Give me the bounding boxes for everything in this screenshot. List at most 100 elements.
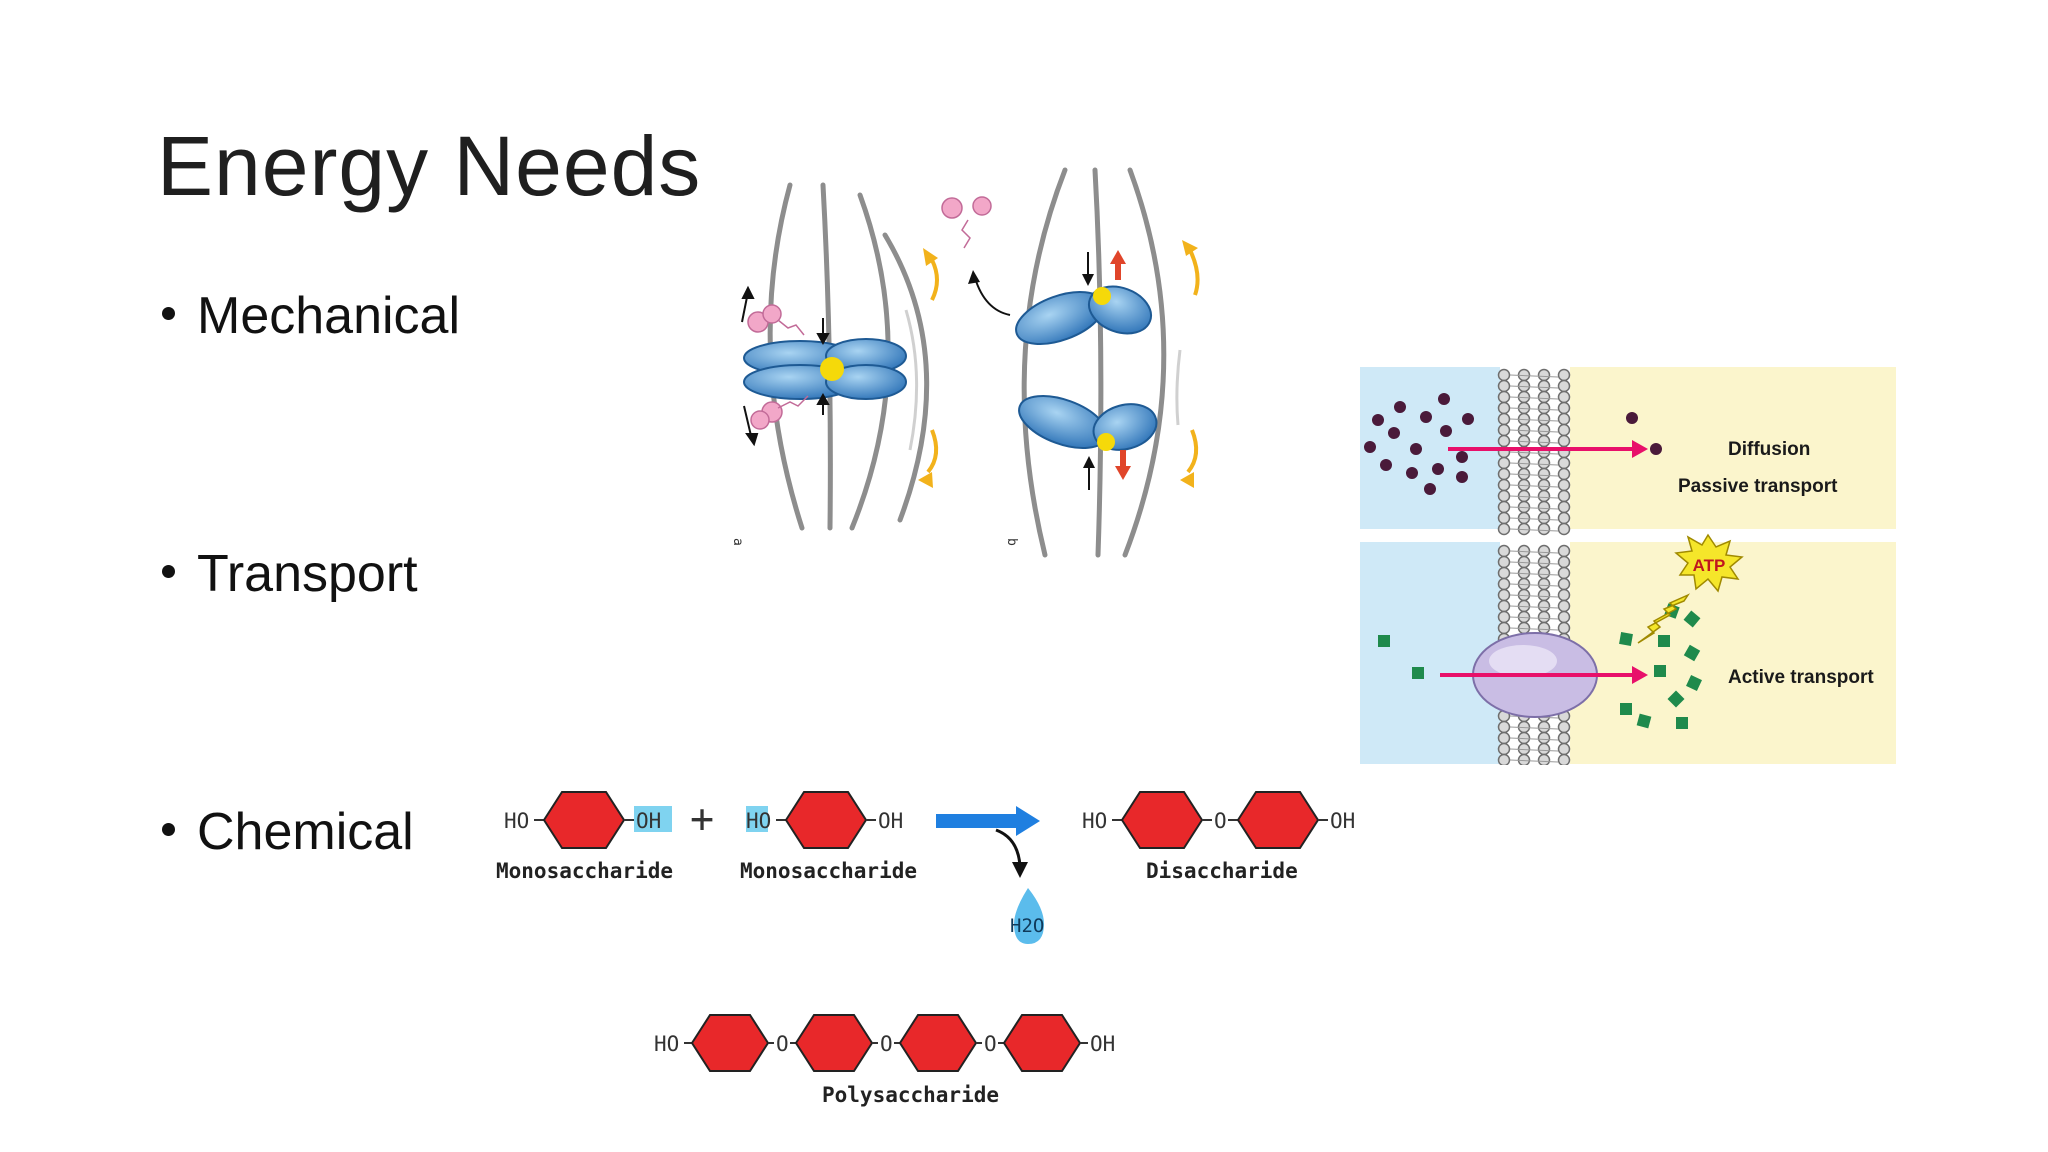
direction-arrows-b — [968, 250, 1131, 490]
label-disaccharide: Disaccharide — [1146, 859, 1298, 883]
svg-text:OH: OH — [1090, 1032, 1115, 1056]
bullet-transport: Transport — [162, 544, 418, 604]
lipid-head — [1557, 753, 1571, 765]
lipid-head — [1557, 742, 1571, 756]
lipid-tail — [1509, 759, 1559, 763]
lipid-head — [1497, 577, 1511, 591]
lipid-tail — [1509, 495, 1559, 499]
diffusion-molecules — [1364, 393, 1662, 495]
lipid-head — [1557, 731, 1571, 745]
oh-label: OH — [636, 809, 661, 833]
lipid-tail — [1509, 572, 1559, 576]
lipid-head — [1497, 555, 1511, 569]
chemical-figure: HO OH Monosaccharide + HO OH Monosacchar… — [496, 791, 1355, 1107]
lipid-tail — [1509, 616, 1559, 620]
lipid-head — [1537, 478, 1551, 492]
lipid-head — [1517, 753, 1531, 765]
lipid-head — [1537, 544, 1551, 558]
lipid-head — [1537, 742, 1551, 756]
oh-label: OH — [878, 809, 903, 833]
direction-arrows-a — [741, 285, 830, 447]
lipid-head — [1537, 456, 1551, 470]
lipid-tail — [1509, 418, 1559, 422]
lipid-head — [1537, 412, 1551, 426]
lipid-head — [1497, 368, 1511, 382]
lipid-head — [1497, 621, 1511, 635]
lipid-head — [1557, 423, 1571, 437]
svg-text:OH: OH — [1330, 809, 1355, 833]
lipid-tail — [1509, 429, 1559, 433]
diffusion-arrow — [1448, 440, 1648, 458]
lipid-head — [1537, 522, 1551, 536]
lipid-tail — [1509, 484, 1559, 488]
plus-sign: + — [690, 796, 714, 842]
lipid-head — [1537, 753, 1551, 765]
lipid-head — [1497, 742, 1511, 756]
lipid-head — [1497, 511, 1511, 525]
lipid-head — [1557, 412, 1571, 426]
active-arrow — [1440, 666, 1648, 684]
lipid-head — [1557, 401, 1571, 415]
lipid-head — [1497, 522, 1511, 536]
lipid-head — [1557, 368, 1571, 382]
atp-molecules-b — [941, 196, 992, 249]
lipid-head — [1497, 390, 1511, 404]
bullet-dot — [162, 306, 175, 320]
lipid-tail — [1509, 473, 1559, 477]
lipid-head — [1557, 610, 1571, 624]
lipid-tail — [1509, 462, 1559, 466]
reaction-arrow — [936, 806, 1040, 878]
bullet-mechanical: Mechanical — [162, 286, 460, 346]
lipid-tail — [1509, 583, 1559, 587]
bullet-text: Mechanical — [197, 287, 461, 345]
lipid-head — [1497, 500, 1511, 514]
ho-label: HO — [746, 809, 771, 833]
lipid-tail — [1509, 737, 1559, 741]
lipid-head — [1537, 511, 1551, 525]
lipid-head — [1497, 401, 1511, 415]
lipid-head — [1557, 599, 1571, 613]
lipid-head — [1497, 731, 1511, 745]
monosaccharide-left: HO OH Monosaccharide — [496, 791, 673, 883]
lipid-head — [1497, 379, 1511, 393]
lipid-head — [1537, 566, 1551, 580]
lipid-head — [1497, 588, 1511, 602]
atp-burst — [1674, 533, 1744, 593]
lipid-tail — [1509, 451, 1559, 455]
lipid-head — [1497, 423, 1511, 437]
lipid-head — [1537, 379, 1551, 393]
lipid-head — [1557, 588, 1571, 602]
ho-highlight — [746, 806, 768, 832]
lipid-head — [1537, 423, 1551, 437]
lipid-tail — [1509, 396, 1559, 400]
lipid-head — [1497, 566, 1511, 580]
lipid-tail — [1509, 506, 1559, 510]
lipid-tail — [1509, 440, 1559, 444]
svg-text:O: O — [880, 1032, 893, 1056]
bullet-chemical: Chemical — [162, 802, 414, 862]
lipid-head — [1537, 401, 1551, 415]
transport-figure: Diffusion Passive transport ATP Active t… — [1360, 367, 1896, 765]
spindle-fibers-b — [1021, 167, 1167, 558]
label-passive-transport: Passive transport — [1678, 476, 1838, 497]
lipid-head — [1537, 599, 1551, 613]
lipid-head — [1557, 621, 1571, 635]
bullet-dot — [162, 822, 175, 836]
lipid-head — [1497, 412, 1511, 426]
lipid-head — [1537, 610, 1551, 624]
lipid-head — [1557, 390, 1571, 404]
lipid-head — [1557, 467, 1571, 481]
lipid-head — [1537, 720, 1551, 734]
lipid-head — [1497, 467, 1511, 481]
lipid-head — [1557, 511, 1571, 525]
lipid-tail — [1509, 517, 1559, 521]
lipid-tail — [1509, 385, 1559, 389]
label-diffusion: Diffusion — [1728, 439, 1810, 460]
lipid-head — [1557, 456, 1571, 470]
lipid-tail — [1509, 407, 1559, 411]
lipid-head — [1497, 544, 1511, 558]
lipid-head — [1497, 753, 1511, 765]
lipid-head — [1557, 478, 1571, 492]
label-monosaccharide-right: Monosaccharide — [740, 859, 917, 883]
